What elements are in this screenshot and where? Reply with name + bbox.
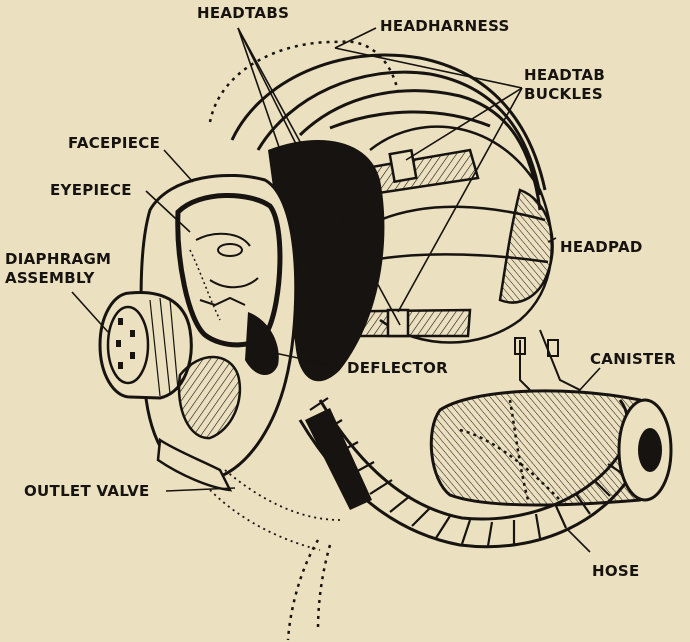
canister bbox=[431, 391, 671, 505]
label-headtab-buckles: HEADTAB BUCKLES bbox=[524, 66, 605, 104]
neck-outline-dotted bbox=[288, 540, 318, 640]
label-hose: HOSE bbox=[592, 562, 640, 580]
label-deflector: DEFLECTOR bbox=[347, 359, 448, 377]
head-outline-dotted bbox=[210, 42, 398, 122]
label-headpad: HEADPAD bbox=[560, 238, 643, 256]
label-diaphragm-assembly: DIAPHRAGM ASSEMBLY bbox=[5, 250, 111, 288]
label-diaphragm-line1: DIAPHRAGM bbox=[5, 250, 111, 269]
label-headtab-buckles-line1: HEADTAB bbox=[524, 66, 605, 85]
label-headharness: HEADHARNESS bbox=[380, 17, 510, 35]
label-headtabs: HEADTABS bbox=[197, 4, 289, 22]
label-diaphragm-line2: ASSEMBLY bbox=[5, 269, 111, 288]
label-eyepiece: EYEPIECE bbox=[50, 181, 132, 199]
label-outlet-valve: OUTLET VALVE bbox=[24, 482, 150, 500]
label-facepiece: FACEPIECE bbox=[68, 134, 160, 152]
canister-strap bbox=[515, 330, 580, 390]
diaphragm-assembly bbox=[100, 292, 191, 398]
upper-buckle bbox=[390, 150, 417, 181]
label-canister: CANISTER bbox=[590, 350, 676, 368]
label-headtab-buckles-line2: BUCKLES bbox=[524, 85, 605, 104]
chin-dotted bbox=[210, 470, 340, 550]
